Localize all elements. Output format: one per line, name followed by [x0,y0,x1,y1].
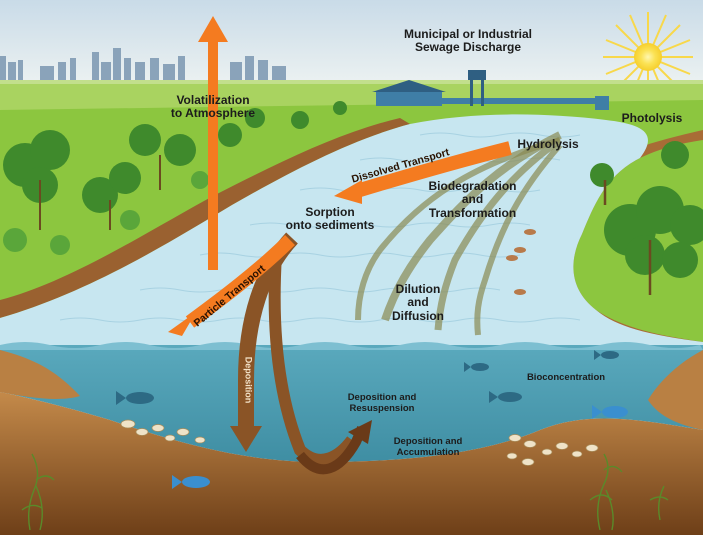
river-surface [0,114,703,345]
biodegradation-label: Biodegradation and Transformation [428,179,517,220]
volatilization-label: Volatilization to Atmosphere [170,93,256,121]
water-column [0,345,703,462]
deposition-accumulation-label: Deposition and Accumulation [393,436,463,458]
sewage-plant-icon [372,70,609,110]
dilution-label: Dilution and Diffusion [392,282,444,323]
contaminant-plumes [355,131,563,336]
sorption-label: Sorption onto sediments [285,205,375,233]
fish [116,350,628,489]
bioconcentration-label: Bioconcentration [526,372,606,383]
hydrolysis-label: Hydrolysis [517,137,579,151]
sewage-discharge-label: Municipal or Industrial Sewage Discharge [403,27,532,55]
deposition-arrow-label: Deposition [243,356,254,404]
left-bank [0,118,410,318]
city-skyline [0,48,286,82]
photolysis-label: Photolysis [621,111,683,125]
sediment [0,392,703,535]
shells [120,419,599,466]
deposition-resuspension-label: Deposition and Resuspension [347,392,417,414]
trees-left [3,101,347,255]
trees-right [590,141,703,295]
aquatic-plants [21,453,669,531]
transport-arrows [168,16,512,336]
ducks [506,229,536,295]
